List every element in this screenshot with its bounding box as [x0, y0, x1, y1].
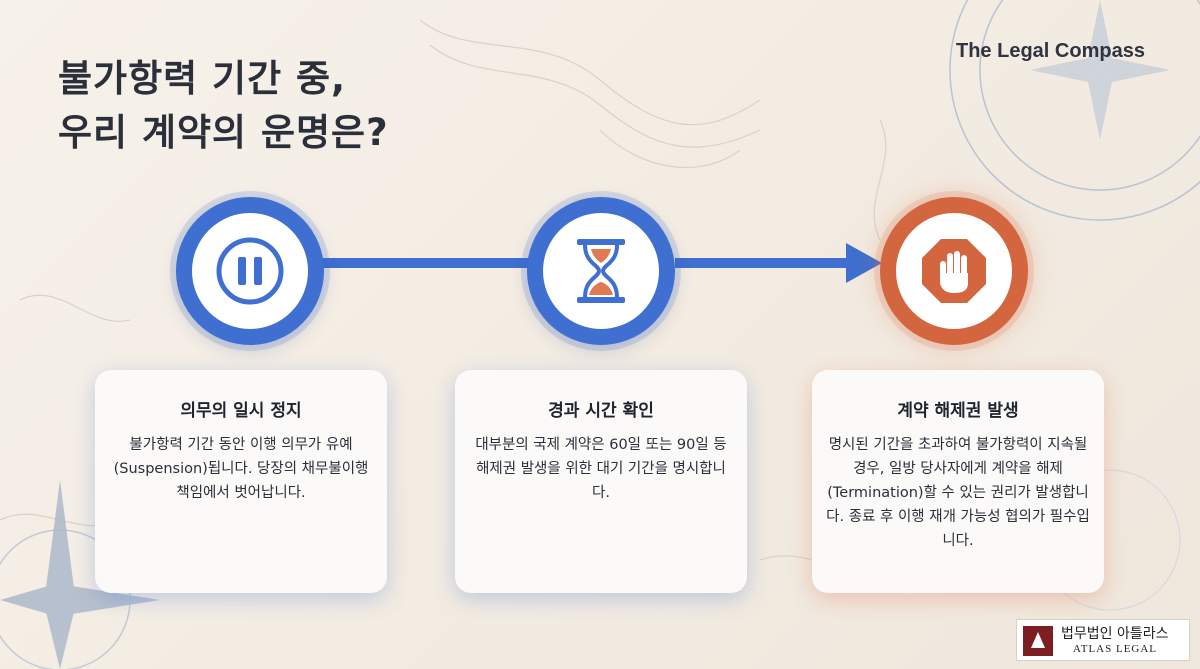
step-card-1: 의무의 일시 정지 불가항력 기간 동안 이행 의무가 유예(Suspensio…: [95, 370, 387, 593]
step-2-node: [527, 197, 675, 345]
atlas-legal-logo: 법무법인 아틀라스 ATLAS LEGAL: [1016, 619, 1190, 661]
step-card-title: 경과 시간 확인: [548, 401, 654, 421]
connector-line-1: [315, 258, 540, 268]
logo-name-english: ATLAS LEGAL: [1073, 643, 1158, 655]
step-card-title: 의무의 일시 정지: [180, 401, 302, 421]
atlas-mountain-icon: [1023, 626, 1053, 656]
step-card-2: 경과 시간 확인 대부분의 국제 계약은 60일 또는 90일 등 해제권 발생…: [455, 370, 747, 593]
step-1-node: [176, 197, 324, 345]
hourglass-icon: [577, 239, 625, 303]
brand-label: The Legal Compass: [956, 40, 1145, 62]
step-card-text: 대부분의 국제 계약은 60일 또는 90일 등 해제권 발생을 위한 대기 기…: [475, 437, 727, 501]
title-line-2: 우리 계약의 운명은?: [58, 111, 389, 154]
stop-hand-icon: [922, 239, 986, 303]
arrow-right-icon: [846, 243, 882, 283]
step-3-node: [880, 197, 1028, 345]
page-title: 불가항력 기간 중, 우리 계약의 운명은?: [58, 52, 389, 160]
step-card-title: 계약 해제권 발생: [897, 401, 1019, 421]
step-card-3: 계약 해제권 발생 명시된 기간을 초과하여 불가항력이 지속될 경우, 일방 …: [812, 370, 1104, 593]
title-line-1: 불가항력 기간 중,: [58, 57, 347, 100]
logo-name-korean: 법무법인 아틀라스: [1061, 626, 1169, 642]
compass-rose-top-right-icon: [949, 0, 1200, 221]
step-card-text: 명시된 기간을 초과하여 불가항력이 지속될 경우, 일방 당사자에게 계약을 …: [826, 437, 1090, 549]
step-card-text: 불가항력 기간 동안 이행 의무가 유예(Suspension)됩니다. 당장의…: [113, 437, 369, 501]
connector-line-2: [675, 258, 855, 268]
pause-icon: [216, 237, 284, 305]
